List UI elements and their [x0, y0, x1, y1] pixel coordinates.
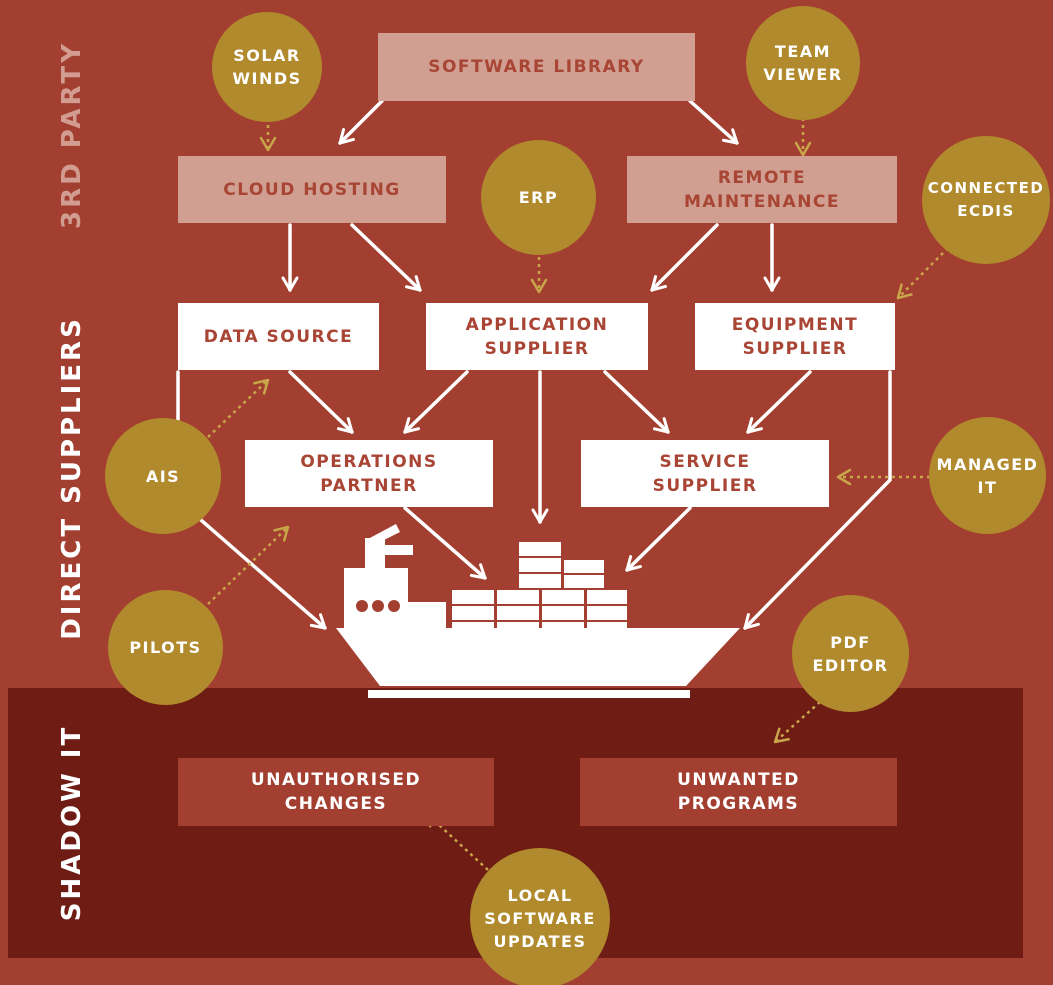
box-operations-partner: OPERATIONS PARTNER	[245, 440, 493, 507]
arrow-cloud-to-application	[350, 223, 422, 292]
circle-erp: ERP	[481, 140, 596, 255]
box-unauthorised-changes: UNAUTHORISED CHANGES	[178, 758, 494, 826]
box-software-library: SOFTWARE LIBRARY	[378, 33, 695, 101]
dotted-arrow-pilots	[207, 525, 290, 605]
dotted-arrow-pdf-editor	[773, 701, 821, 744]
arrow-equipment-outer-to-ship	[743, 370, 892, 630]
arrow-remote-to-application	[650, 223, 719, 292]
circle-team-viewer: TEAM VIEWER	[746, 6, 860, 120]
circle-pdf-editor: PDF EDITOR	[792, 595, 909, 712]
box-cloud-hosting: CLOUD HOSTING	[178, 156, 446, 223]
arrow-application-to-operations	[403, 370, 469, 434]
box-equipment-supplier: EQUIPMENT SUPPLIER	[695, 303, 895, 370]
arrow-equipment-to-service	[746, 370, 812, 434]
circle-connected-ecdis: CONNECTED ECDIS	[922, 136, 1050, 264]
dotted-arrow-connected-ecdis	[896, 247, 949, 300]
arrow-data-to-operations	[288, 370, 354, 434]
arrow-service-to-ship	[625, 506, 692, 572]
circle-solar-winds: SOLAR WINDS	[212, 12, 322, 122]
arrow-application-to-service	[603, 370, 670, 434]
box-data-source: DATA SOURCE	[178, 303, 379, 370]
box-service-supplier: SERVICE SUPPLIER	[581, 440, 829, 507]
circle-managed-it: MANAGED IT	[929, 417, 1046, 534]
box-remote-maintenance: REMOTE MAINTENANCE	[627, 156, 897, 223]
circle-pilots: PILOTS	[108, 590, 223, 705]
arrow-operations-to-ship	[403, 506, 487, 580]
circle-local-software-updates: LOCAL SOFTWARE UPDATES	[470, 848, 610, 985]
arrow-library-to-remote	[688, 99, 739, 145]
circle-ais: AIS	[105, 418, 221, 534]
dotted-arrow-ais	[207, 378, 270, 438]
arrow-library-to-cloud	[338, 99, 384, 145]
box-unwanted-programs: UNWANTED PROGRAMS	[580, 758, 897, 826]
container-ship-icon	[336, 524, 740, 698]
box-application-supplier: APPLICATION SUPPLIER	[426, 303, 648, 370]
